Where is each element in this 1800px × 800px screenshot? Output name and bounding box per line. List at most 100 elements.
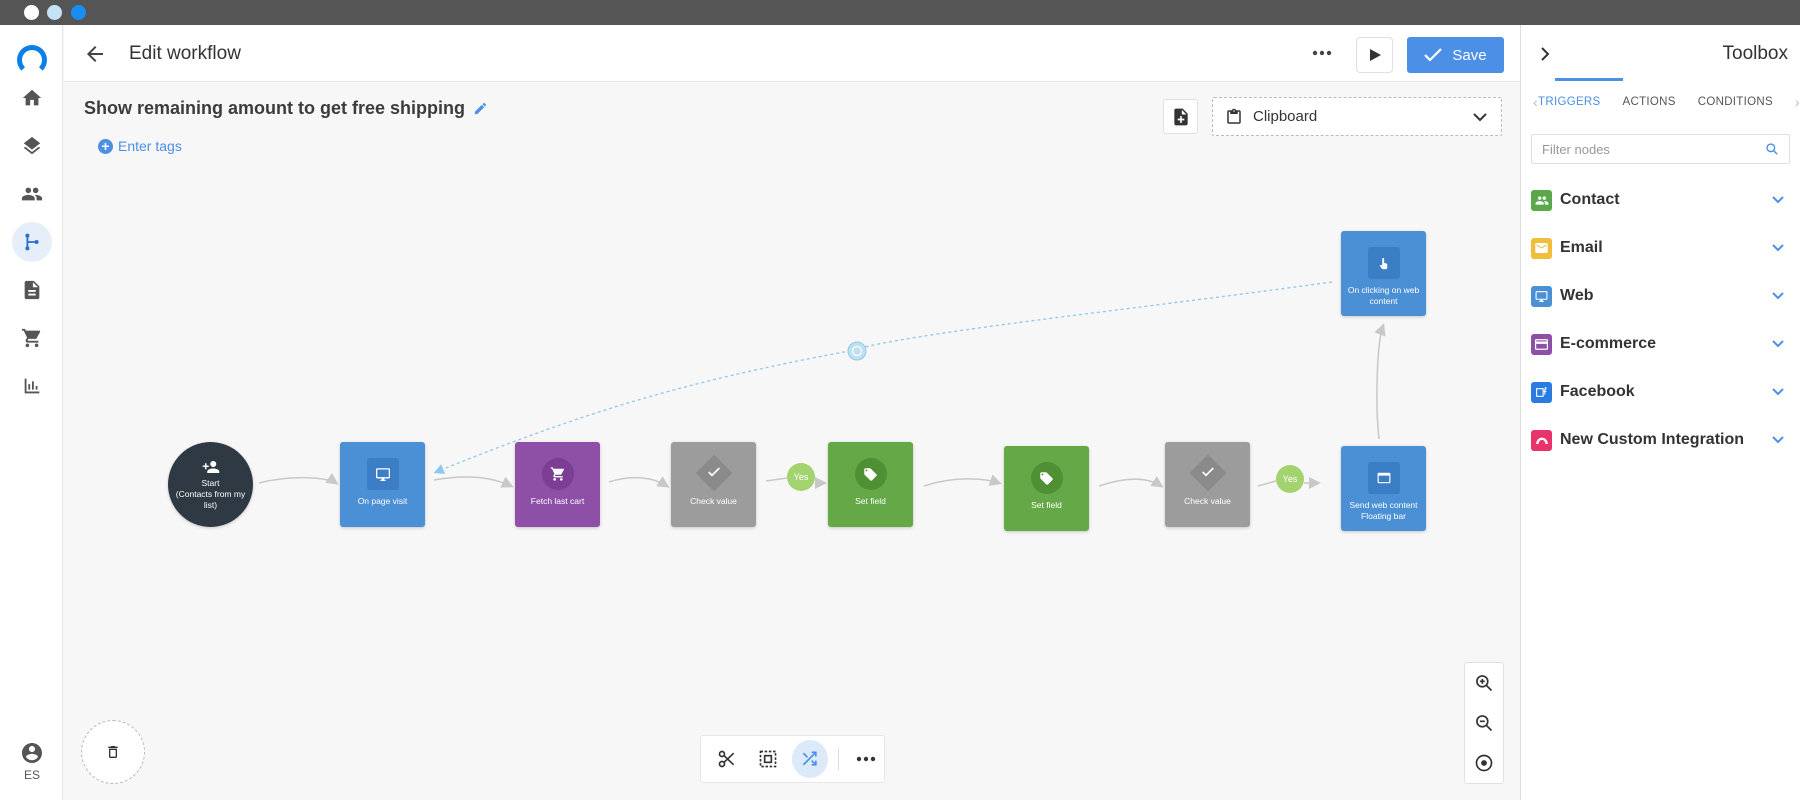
chart-icon bbox=[24, 378, 40, 394]
node-fetch-last-cart-label: Fetch last cart bbox=[530, 496, 585, 506]
check-icon bbox=[1424, 48, 1443, 62]
node-check-value-2-label: Check value bbox=[1184, 496, 1231, 506]
category-facebook[interactable]: Facebook bbox=[1521, 368, 1800, 416]
select-tool-button[interactable] bbox=[751, 740, 787, 778]
scissors-icon bbox=[718, 750, 734, 768]
tab-triggers[interactable]: TRIGGERS bbox=[1538, 96, 1601, 108]
chevron-down-icon bbox=[1772, 244, 1784, 252]
app-logo[interactable] bbox=[17, 45, 47, 75]
node-check-value-2[interactable]: Check value bbox=[1165, 442, 1250, 527]
sidebar-item-campaigns[interactable] bbox=[12, 126, 52, 166]
node-check-value-1[interactable]: Check value bbox=[671, 442, 756, 527]
category-ecommerce[interactable]: E-commerce bbox=[1521, 320, 1800, 368]
toolbox-title: Toolbox bbox=[1722, 42, 1789, 64]
tab-actions[interactable]: ACTIONS bbox=[1622, 96, 1676, 108]
yes-branch-badge-1[interactable]: Yes bbox=[787, 463, 815, 491]
filter-nodes-input[interactable]: Filter nodes bbox=[1531, 134, 1790, 164]
page-title: Edit workflow bbox=[129, 43, 241, 64]
language-label[interactable]: ES bbox=[23, 768, 40, 782]
node-set-field-1[interactable]: Set field bbox=[828, 442, 913, 527]
yes-branch-badge-2[interactable]: Yes bbox=[1276, 465, 1304, 493]
tab-conditions[interactable]: CONDITIONS bbox=[1697, 96, 1773, 108]
tag-icon bbox=[1030, 462, 1063, 494]
zoom-out-button[interactable] bbox=[1465, 703, 1503, 743]
window-close-dot[interactable] bbox=[24, 5, 39, 20]
category-facebook-label: Facebook bbox=[1560, 383, 1635, 400]
node-on-clicking-web-content[interactable]: On clicking on web content bbox=[1341, 231, 1426, 316]
node-on-page-visit[interactable]: On page visit bbox=[340, 442, 425, 527]
zoom-in-button[interactable] bbox=[1465, 663, 1503, 703]
workflow-canvas[interactable]: Show remaining amount to get free shippi… bbox=[64, 82, 1520, 800]
zoom-in-icon bbox=[1476, 675, 1493, 692]
enter-tags-link[interactable]: + Enter tags bbox=[98, 138, 182, 154]
category-email[interactable]: Email bbox=[1521, 224, 1800, 272]
web-window-icon bbox=[1367, 462, 1400, 494]
connector-check2-to-yes2 bbox=[1257, 480, 1277, 487]
note-add-icon bbox=[1173, 108, 1188, 125]
category-web[interactable]: Web bbox=[1521, 272, 1800, 320]
more-options-button[interactable] bbox=[1307, 41, 1337, 65]
add-note-button[interactable] bbox=[1163, 99, 1198, 134]
category-web-label: Web bbox=[1560, 287, 1594, 304]
sidebar-item-reports[interactable] bbox=[12, 366, 52, 406]
zoom-out-icon bbox=[1476, 715, 1493, 732]
save-button[interactable]: Save bbox=[1407, 37, 1504, 73]
save-button-label: Save bbox=[1452, 46, 1487, 64]
category-new-custom-integration[interactable]: New Custom Integration bbox=[1521, 416, 1800, 464]
more-horizontal-icon bbox=[857, 756, 876, 762]
facebook-icon bbox=[1531, 381, 1552, 403]
tag-icon bbox=[854, 458, 887, 490]
sidebar-item-home[interactable] bbox=[12, 78, 52, 118]
sidebar-item-contacts[interactable] bbox=[12, 174, 52, 214]
user-profile[interactable]: ES bbox=[19, 741, 45, 782]
workflow-name[interactable]: Show remaining amount to get free shippi… bbox=[84, 98, 488, 119]
workflow-icon bbox=[25, 233, 39, 251]
toolbox-header: Toolbox bbox=[1521, 25, 1800, 82]
toolbar-divider bbox=[837, 748, 839, 770]
node-set-field-1-label: Set field bbox=[855, 496, 886, 506]
monitor-icon bbox=[1531, 285, 1552, 307]
add-circle-icon: + bbox=[98, 138, 113, 154]
document-icon bbox=[24, 280, 40, 300]
window-maximize-dot[interactable] bbox=[71, 5, 86, 20]
chevron-right-icon[interactable] bbox=[1539, 46, 1551, 61]
tabs-scroll-left-icon[interactable]: ‹ bbox=[1533, 94, 1538, 110]
connector-onclick-loop-back bbox=[433, 281, 1333, 474]
clipboard-dropdown[interactable]: Clipboard bbox=[1212, 97, 1502, 136]
node-send-web-content[interactable]: Send web content Floating bar bbox=[1341, 446, 1426, 531]
card-icon bbox=[1531, 333, 1552, 355]
node-fetch-last-cart[interactable]: Fetch last cart bbox=[515, 442, 600, 527]
sidebar-item-pages[interactable] bbox=[12, 270, 52, 310]
toolbox-panel: Toolbox ‹ TRIGGERS ACTIONS CONDITIONS › … bbox=[1520, 25, 1800, 800]
category-contact[interactable]: Contact bbox=[1521, 176, 1800, 224]
test-run-button[interactable] bbox=[1356, 37, 1393, 73]
window-titlebar bbox=[0, 0, 1800, 25]
sidebar-item-automation[interactable] bbox=[12, 222, 52, 262]
back-arrow-icon[interactable] bbox=[83, 42, 107, 66]
sidebar-item-ecommerce[interactable] bbox=[12, 318, 52, 358]
node-start[interactable]: Start (Contacts from my list) bbox=[168, 442, 253, 527]
tabs-scroll-right-icon[interactable]: › bbox=[1794, 94, 1800, 110]
play-icon bbox=[1369, 49, 1381, 61]
node-start-label: Start (Contacts from my list) bbox=[175, 478, 246, 510]
connector-start-to-pagevisit bbox=[258, 472, 339, 485]
chevron-down-icon bbox=[1772, 292, 1784, 300]
auto-arrange-button[interactable] bbox=[792, 740, 828, 778]
integration-icon bbox=[1531, 429, 1552, 451]
center-view-button[interactable] bbox=[1465, 743, 1503, 783]
search-icon bbox=[1766, 143, 1778, 155]
window-minimize-dot[interactable] bbox=[47, 5, 62, 20]
touch-icon bbox=[1367, 247, 1400, 279]
cut-tool-button[interactable] bbox=[709, 740, 745, 778]
select-area-icon bbox=[759, 750, 777, 768]
delete-drop-zone[interactable] bbox=[81, 720, 145, 784]
active-tab-indicator bbox=[1555, 78, 1623, 81]
workflow-name-text: Show remaining amount to get free shippi… bbox=[84, 98, 466, 118]
connector-setfield1-to-setfield2 bbox=[923, 474, 1002, 487]
target-icon bbox=[1475, 754, 1493, 772]
node-set-field-2[interactable]: Set field bbox=[1004, 446, 1089, 531]
edit-pencil-icon[interactable] bbox=[473, 101, 488, 116]
canvas-toolbar bbox=[700, 735, 885, 783]
category-contact-label: Contact bbox=[1560, 191, 1620, 208]
more-tools-button[interactable] bbox=[848, 740, 884, 778]
